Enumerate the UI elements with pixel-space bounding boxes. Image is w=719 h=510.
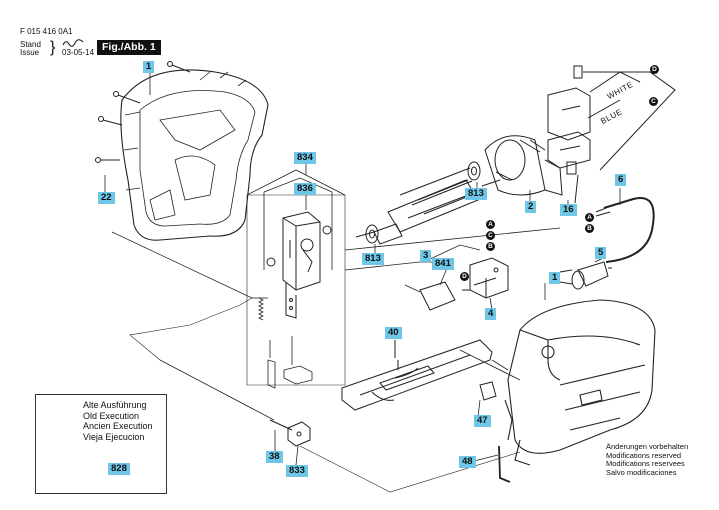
part-label-40: 40 <box>385 327 402 339</box>
marker-d-switch: D <box>460 272 469 281</box>
housing-screws-drawing <box>95 61 191 163</box>
inset-line-1: Alte Ausführung <box>83 400 147 410</box>
plunger-support-drawing <box>267 336 313 389</box>
modification-notes: Änderungen vorbehalten Modifications res… <box>606 442 689 477</box>
part-label-833: 833 <box>286 465 308 477</box>
document-number: F 015 416 0A1 <box>20 27 73 36</box>
part-label-16: 16 <box>560 204 577 216</box>
note-line-1: Änderungen vorbehalten <box>606 442 689 451</box>
issue-date: 03-05-14 <box>62 48 95 57</box>
allen-key-drawing <box>498 445 511 483</box>
base-plate-drawing <box>341 339 493 411</box>
gear-block-drawing <box>266 211 332 319</box>
brush-holder-drawing <box>547 65 676 204</box>
note-line-2: Modifications reserved <box>606 450 682 460</box>
jigsaw-tool-drawing <box>504 299 656 466</box>
part-label-836: 836 <box>294 183 316 195</box>
part-label-813-right: 813 <box>465 188 487 200</box>
part-label-828: 828 <box>108 463 130 475</box>
part-label-1-housing: 1 <box>143 61 155 73</box>
part-label-841: 841 <box>432 258 454 270</box>
inset-line-2: Old Execution <box>83 410 140 421</box>
switch-drawing <box>462 257 509 299</box>
part-label-5: 5 <box>595 247 607 259</box>
part-label-48: 48 <box>459 456 476 468</box>
cable-drawing <box>603 197 655 263</box>
marker-c-top: C <box>649 97 658 106</box>
note-line-4: Salvo modificaciones <box>606 467 677 477</box>
inset-line-4: Vieja Ejecucion <box>83 431 145 442</box>
inset-text: Alte Ausführung Old Execution Ancien Exe… <box>83 400 153 442</box>
marker-a-switch: A <box>486 220 495 229</box>
marker-d-top: D <box>650 65 659 74</box>
part-label-47: 47 <box>474 415 491 427</box>
pin-drawing <box>269 419 293 431</box>
marker-c-switch: C <box>486 231 495 240</box>
old-execution-inset: Alte Ausführung Old Execution Ancien Exe… <box>35 394 167 494</box>
housing-shell-drawing <box>120 69 269 241</box>
issue-stamp <box>62 39 84 50</box>
guide-roller-drawing <box>479 381 497 401</box>
spring-drawing <box>258 297 264 321</box>
issue-label: Issue <box>20 48 40 57</box>
stand-label: Stand <box>20 40 41 49</box>
marker-b-cable: B <box>585 224 594 233</box>
trigger-drawing <box>419 281 456 311</box>
field-coil-drawing <box>484 135 563 196</box>
part-label-22: 22 <box>98 192 115 204</box>
part-label-1-tool: 1 <box>549 272 561 284</box>
armature-drawing <box>355 167 501 245</box>
part-label-813-left: 813 <box>362 253 384 265</box>
part-label-3: 3 <box>420 250 432 262</box>
part-label-834: 834 <box>294 152 316 164</box>
stand-brace: } <box>50 39 56 56</box>
note-line-3: Modifications reservees <box>606 459 685 468</box>
plug-drawing <box>559 261 612 290</box>
inset-line-3: Ancien Execution <box>83 421 153 431</box>
roller-drawing <box>287 421 311 447</box>
marker-b-switch: B <box>486 242 495 251</box>
part-label-6: 6 <box>615 174 627 186</box>
figure-label: Fig./Abb. 1 <box>97 40 161 55</box>
part-label-2: 2 <box>525 201 537 213</box>
part-label-4: 4 <box>485 308 497 320</box>
marker-a-cable: A <box>585 213 594 222</box>
part-label-38: 38 <box>266 451 283 463</box>
stroke-mechanism-frame <box>246 169 346 386</box>
bearings-drawing <box>365 161 481 244</box>
